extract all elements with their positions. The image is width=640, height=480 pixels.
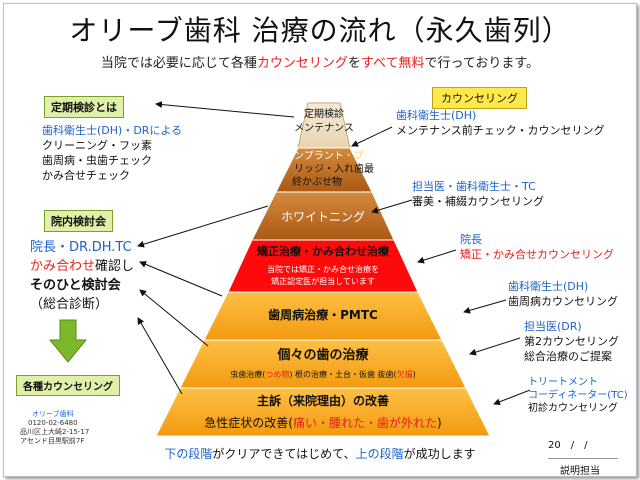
right-item-3: 院長 矯正・かみ合せカウンセリング (460, 232, 614, 262)
subtitle-counseling: カウンセリング (256, 56, 348, 71)
right-item-6: トリートメント コーディネーター(TC) 初診カウンセリング (528, 376, 628, 415)
arrow-r6 (493, 389, 531, 406)
innai-line4: （総合診断） (30, 297, 109, 312)
tier4-sub1: 当院では矯正・かみ合せ治療を (267, 265, 379, 274)
innai-description: 院長・DR.DH.TC かみ合わせ確認し そのひと検討会 （総合診断） (30, 238, 134, 314)
r3-body: 矯正・かみ合せカウンセリング (460, 248, 614, 261)
arrow-r4 (463, 299, 507, 314)
date-underline (548, 458, 618, 459)
tier6-sub-d: 欠損 (396, 370, 413, 379)
teiki-description: 歯科衛生士(DH)・DRによる クリーニング・フッ素 歯周病・虫歯チェック かみ… (42, 123, 182, 183)
counseling-tag: カウンセリング (432, 87, 527, 109)
innai-line3: そのひと検討会 (30, 278, 121, 293)
tier2-part4: 最 (364, 164, 374, 175)
clinic-name: オリーブ歯科 (32, 410, 74, 418)
footer-staff: 説明担当 (560, 466, 600, 477)
subtitle-free: すべて無料 (360, 56, 425, 71)
right-item-5: 担当医(DR) 第2カウンセリング 総合治療のご提案 (524, 319, 619, 364)
clinic-info: オリーブ歯科 0120-02-6480 品川区上大崎2-15-17 アセンド目黒… (20, 410, 89, 446)
tier1-line2: メンテナンス (294, 123, 354, 134)
arrow-r1 (351, 126, 393, 147)
r4-title: 歯科衛生士(DH) (508, 280, 589, 293)
footer-part1: 下の段階 (164, 447, 213, 461)
page-title: オリーブ歯科 治療の流れ（永久歯列） (69, 14, 571, 47)
clinic-phone: 0120-02-6480 (28, 419, 78, 427)
r6-title1: トリートメント (528, 377, 598, 388)
tier5-label: 歯周病治療・PMTC (268, 308, 378, 322)
tier4-title: 矯正治療・かみ合わせ治療 (257, 245, 389, 258)
arrow-innai (137, 205, 269, 248)
r2-body: 審美・補綴カウンセリング (412, 195, 544, 208)
innai-tag: 院内検討会 (44, 210, 113, 232)
footer-part4: が成功します (403, 447, 476, 461)
r5-body1: 第2カウンセリング (524, 335, 619, 348)
r3-title: 院長 (460, 233, 482, 246)
kakushu-tag: 各種カウンセリング (16, 375, 120, 396)
tier1-label: 定期検診メンテナンス (286, 108, 362, 136)
footer-message: 下の段階がクリアできてはじめて、上の段階が成功します (0, 445, 640, 462)
footer-date: 20 / / (548, 440, 588, 451)
r5-title: 担当医(DR) (524, 320, 582, 333)
right-item-1: 歯科衛生士(DH) メンテナンス前チェック・カウンセリング (396, 108, 605, 138)
tier7-shape (155, 387, 491, 437)
arrow-r3 (417, 249, 457, 264)
arrow-r5 (469, 337, 521, 356)
r6-title2: コーディネーター(TC) (528, 390, 628, 401)
right-item-2: 担当医・歯科衛生士・TC 審美・補綴カウンセリング (412, 179, 544, 209)
r6-body: 初診カウンセリング (528, 403, 618, 414)
subtitle-part3: を (347, 56, 361, 71)
tier7-label: 主訴（来院理由）の改善 急性症状の改善(痛い・腫れた・歯が外れた) (156, 392, 490, 431)
subtitle-part1: 当院では必要に応じて各種 (100, 56, 257, 71)
arrow-teiki (155, 101, 295, 118)
tier6-sub-e: ) (412, 370, 416, 379)
teiki-line4: かみ合せチェック (42, 169, 130, 182)
teiki-line3: 歯周病・虫歯チェック (42, 154, 152, 167)
tier7-sub-a: 急性症状の改善( (204, 416, 293, 430)
teiki-line2: クリーニング・フッ素 (42, 139, 152, 152)
teiki-tag: 定期検診とは (44, 96, 124, 118)
tier7-sub-b: 痛い・腫れた・歯が外れた (292, 416, 437, 430)
r2-title: 担当医・歯科衛生士・TC (412, 180, 536, 193)
tier2-bridge: リッジ・入れ歯 (294, 164, 364, 175)
r4-body: 歯周病カウンセリング (508, 295, 618, 308)
arrow-kyosei-left (139, 261, 223, 297)
innai-line2a: かみ合わせ (30, 259, 96, 274)
arrow-r2 (371, 199, 413, 214)
tier6-sub-a: 虫歯治療( (230, 370, 266, 379)
tier2-final-crown: 終かぶせ物 (292, 177, 342, 188)
tier6-title: 個々の歯の治療 (277, 348, 369, 363)
right-item-4: 歯科衛生士(DH) 歯周病カウンセリング (508, 279, 618, 309)
tier3-label: ホワイトニング (280, 210, 365, 224)
tier2-implant: インプラント (284, 151, 344, 162)
tier4-sub2: 矯正認定医が担当しています (271, 277, 375, 286)
tier2-label: インプラント・ブ リッジ・入れ歯最 終かぶせ物 (284, 150, 374, 189)
teiki-line1: 歯科衛生士(DH)・DRによる (42, 124, 183, 137)
tier7-sub-c: ) (437, 416, 442, 430)
tier6-sub-b: つめ物 (265, 370, 290, 379)
arrow-koko-left (139, 289, 209, 347)
green-down-arrow (48, 319, 88, 363)
tier2-part2: ・ブ (343, 151, 364, 162)
clinic-address1: 品川区上大崎2-15-17 (20, 428, 90, 436)
tier1-line1: 定期検診 (304, 109, 344, 120)
footer-part2: がクリアできてはじめて、 (212, 447, 356, 461)
r1-title: 歯科衛生士(DH) (396, 109, 477, 122)
innai-line2b: 確認し (95, 259, 135, 274)
arrow-shuso-left (137, 317, 183, 395)
tier6-sub-c: ) 根の治療・土台・仮歯 抜歯( (289, 370, 397, 379)
page-subtitle: 当院では必要に応じて各種カウンセリングをすべて無料で行っております。 (0, 52, 640, 71)
r1-body: メンテナンス前チェック・カウンセリング (396, 124, 605, 137)
subtitle-part5: で行っております。 (424, 56, 540, 71)
footer-part3: 上の段階 (355, 447, 404, 461)
tier6-label: 個々の歯の治療 虫歯治療(つめ物) 根の治療・土台・仮歯 抜歯(欠損) (180, 344, 466, 380)
innai-line1: 院長・DR.DH.TC (30, 240, 132, 255)
tier4-label: 矯正治療・かみ合わせ治療 当院では矯正・かみ合せ治療を 矯正認定医が担当していま… (228, 243, 418, 288)
tier7-title: 主訴（来院理由）の改善 (256, 394, 389, 408)
r5-body2: 総合治療のご提案 (524, 350, 612, 363)
clinic-address2: アセンド目黒駅前7F (20, 437, 85, 445)
